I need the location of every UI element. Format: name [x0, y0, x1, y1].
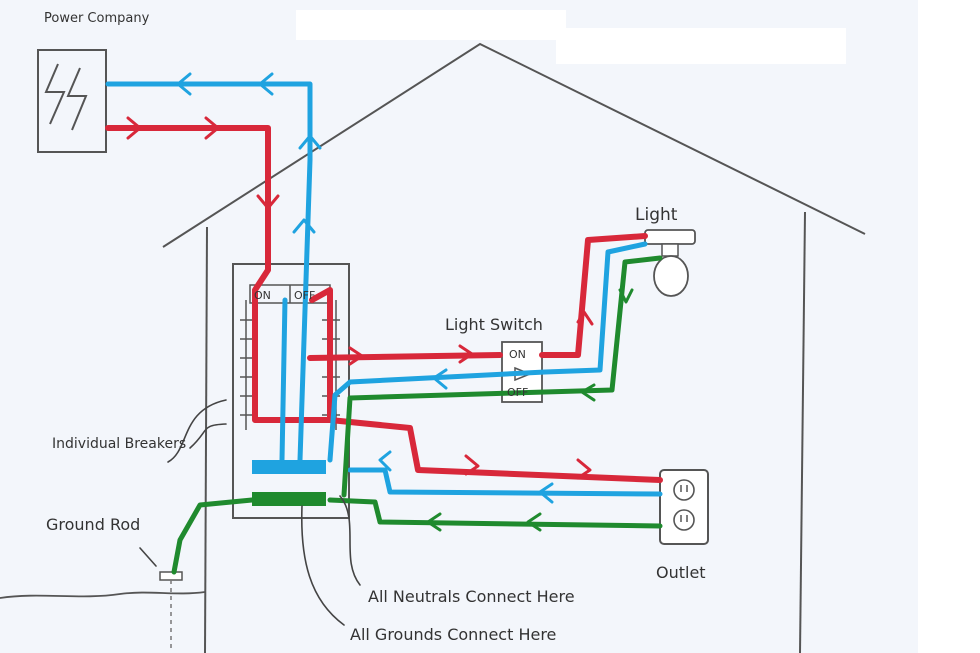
neutral-wire-from-outlet — [347, 467, 663, 497]
arrow-icon — [256, 194, 280, 210]
arrow-icon — [176, 72, 192, 96]
lightning-icon — [44, 63, 66, 125]
hot-wire-switch-to-light — [539, 233, 648, 358]
light-label: Light — [635, 205, 678, 225]
arrow-icon — [538, 482, 554, 504]
arrow-icon — [432, 368, 448, 390]
neutral-wire-bus-feed — [279, 297, 288, 463]
switch-off-label: OFF — [507, 386, 528, 399]
neutral-wires — [105, 81, 663, 497]
power-company-box — [37, 49, 107, 153]
arrow-icon — [458, 344, 474, 364]
pointer-lines — [139, 399, 361, 626]
neutral-wire-from-light — [327, 241, 648, 463]
ground-bus-bar — [252, 492, 326, 506]
outlet-socket-icon — [673, 479, 695, 501]
flow-arrows — [126, 72, 634, 532]
power-company-label: Power Company — [44, 11, 150, 26]
arrow-icon — [576, 310, 594, 326]
ground-wires — [171, 255, 663, 575]
outlet-label: Outlet — [656, 563, 706, 582]
hot-wires — [105, 125, 663, 483]
panel-on-label: ON — [254, 289, 271, 302]
arrow-icon — [426, 512, 442, 532]
arrow-icon — [126, 116, 142, 140]
outlet-socket-icon — [673, 509, 695, 531]
paper-smudge — [556, 28, 846, 64]
hot-wire-service — [105, 125, 333, 423]
arrow-icon — [526, 512, 542, 532]
light-switch-label: Light Switch — [445, 315, 543, 334]
outlet-receptacle — [659, 469, 709, 545]
ground-rod — [159, 571, 183, 650]
all-grounds-label: All Grounds Connect Here — [350, 625, 556, 644]
arrow-icon — [378, 450, 392, 472]
ground-rod-label: Ground Rod — [46, 515, 140, 534]
arrow-icon — [618, 288, 634, 304]
light-bulb-icon — [653, 255, 689, 297]
paper-smudge — [296, 10, 566, 40]
arrow-icon — [576, 458, 592, 480]
panel-off-label: OFF — [294, 289, 315, 302]
arrow-icon — [348, 346, 364, 366]
switch-on-label: ON — [509, 348, 526, 361]
ground-wire-from-outlet — [327, 497, 663, 529]
arrow-icon — [298, 134, 322, 150]
arrow-icon — [580, 383, 596, 402]
light-fixture — [644, 229, 696, 297]
ground-wire-from-light — [341, 255, 663, 498]
paper-edge — [918, 0, 980, 653]
arrow-icon — [258, 72, 274, 96]
neutral-bus-bar — [252, 460, 326, 474]
arrow-icon — [464, 454, 480, 476]
neutral-wire-service — [105, 81, 313, 463]
arrow-icon — [292, 218, 316, 234]
hot-wire-to-outlet — [327, 417, 663, 483]
individual-breakers-label: Individual Breakers — [52, 436, 186, 452]
all-neutrals-label: All Neutrals Connect Here — [368, 587, 575, 606]
arrow-icon — [204, 116, 220, 140]
lightning-icon — [66, 67, 88, 131]
ground-surface-line — [0, 591, 206, 599]
ground-wire-to-rod — [171, 497, 255, 575]
